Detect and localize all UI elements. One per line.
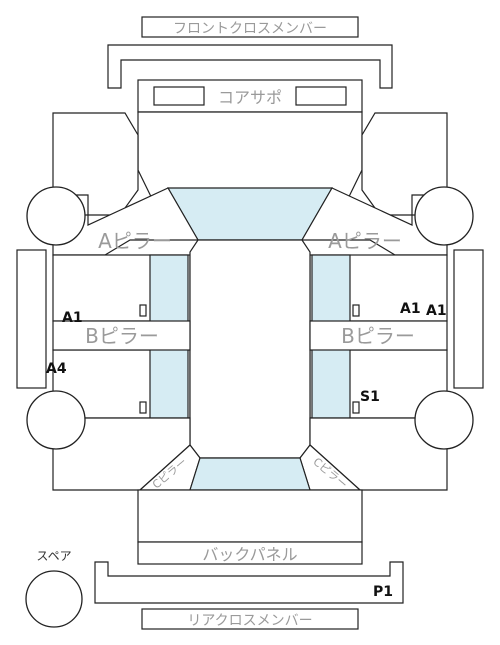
core-support-right-block — [295, 86, 347, 106]
a-pillar-left-label: Aピラー — [98, 229, 172, 253]
rear-cross-member-label: リアクロスメンバー — [187, 613, 312, 629]
back-panel — [137, 541, 363, 565]
spare-tire-label: スペア — [36, 549, 71, 563]
right-side-step — [453, 249, 484, 389]
rear-left-tire — [26, 390, 86, 450]
damage-mark-p1: P1 — [373, 584, 393, 600]
roof — [189, 239, 311, 459]
rear-glass — [189, 457, 311, 491]
front-cross-member-label: フロントクロスメンバー — [173, 21, 327, 37]
front-right-tire — [414, 186, 474, 246]
trunk-lid — [137, 489, 363, 543]
damage-mark-a1-left: A1 — [62, 310, 83, 326]
left-rear-marker — [139, 401, 147, 414]
front-cross-member — [107, 44, 393, 89]
b-pillar-left — [52, 320, 191, 351]
left-front-marker — [139, 304, 147, 317]
damage-mark-a1-right-1: A1 — [400, 301, 421, 317]
spare-tire — [25, 570, 83, 628]
left-side-step — [16, 249, 47, 389]
b-pillar-right — [309, 320, 448, 351]
b-pillar-left-label: Bピラー — [85, 324, 159, 348]
damage-mark-s1-right: S1 — [360, 389, 380, 405]
damage-mark-a4-left: A4 — [46, 361, 67, 377]
core-support-left-block — [153, 86, 205, 106]
back-panel-label: バックパネル — [202, 545, 297, 564]
b-pillar-right-label: Bピラー — [341, 324, 415, 348]
damage-mark-a1-right-2: A1 — [426, 303, 447, 319]
right-front-marker — [352, 304, 360, 317]
rear-cross-member — [94, 561, 404, 604]
front-left-tire — [26, 186, 86, 246]
right-rear-marker — [352, 401, 360, 414]
core-support-label: コアサポ — [218, 88, 282, 107]
front-cross-member-label-box — [141, 16, 359, 38]
rear-right-tire — [414, 390, 474, 450]
rear-cross-member-label-box — [141, 608, 359, 630]
a-pillar-right-label: Aピラー — [328, 229, 402, 253]
